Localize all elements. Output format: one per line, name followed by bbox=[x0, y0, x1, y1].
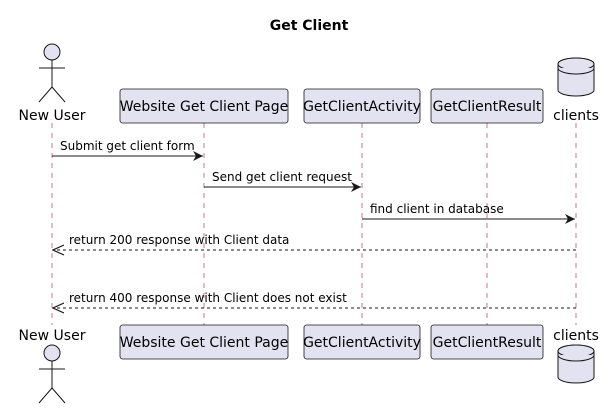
database-cylinder-icon bbox=[557, 57, 595, 97]
message-1: Submit get client form bbox=[52, 139, 203, 161]
participant-label-db-bottom: clients bbox=[553, 328, 599, 344]
participant-label-result-bottom: GetClientResult bbox=[433, 335, 542, 351]
participant-label-activity-top: GetClientActivity bbox=[303, 99, 421, 115]
message-2: Send get client request bbox=[204, 170, 361, 192]
diagram-title: Get Client bbox=[270, 18, 349, 34]
message-4: return 200 response with Client data bbox=[53, 233, 576, 250]
message-label: return 400 response with Client does not… bbox=[69, 291, 347, 305]
message-label: return 200 response with Client data bbox=[69, 233, 289, 247]
participant-box-result-bottom bbox=[430, 324, 544, 360]
participant-box-page-top bbox=[119, 88, 289, 124]
message-label: Send get client request bbox=[212, 170, 352, 184]
actor-stick-figure-icon bbox=[38, 43, 66, 103]
participant-label-page-bottom: Website Get Client Page bbox=[120, 335, 289, 351]
lifelines bbox=[51, 123, 577, 325]
participant-label-page-top: Website Get Client Page bbox=[120, 99, 289, 115]
message-label: find client in database bbox=[370, 202, 504, 216]
actor-stick-figure-icon bbox=[38, 344, 66, 404]
participant-box-activity-bottom bbox=[303, 324, 421, 360]
participant-box-result-top bbox=[430, 88, 544, 124]
participant-label-db-top: clients bbox=[553, 108, 599, 124]
participants-bottom: New User Website Get Client Page GetClient… bbox=[19, 324, 599, 404]
participant-label-activity-bottom: GetClientActivity bbox=[303, 335, 421, 351]
participant-label-result-top: GetClientResult bbox=[433, 99, 542, 115]
message-label: Submit get client form bbox=[60, 139, 195, 153]
participant-box-page-bottom bbox=[119, 324, 289, 360]
message-5: return 400 response with Client does not… bbox=[53, 291, 576, 308]
message-3: find client in database bbox=[362, 202, 575, 224]
participant-label-user-bottom: New User bbox=[19, 328, 86, 344]
participants-top: New User Website Get Client Page GetClient… bbox=[19, 43, 599, 124]
database-cylinder-icon bbox=[557, 344, 595, 384]
participant-label-user-top: New User bbox=[19, 108, 86, 124]
participant-box-activity-top bbox=[303, 88, 421, 124]
